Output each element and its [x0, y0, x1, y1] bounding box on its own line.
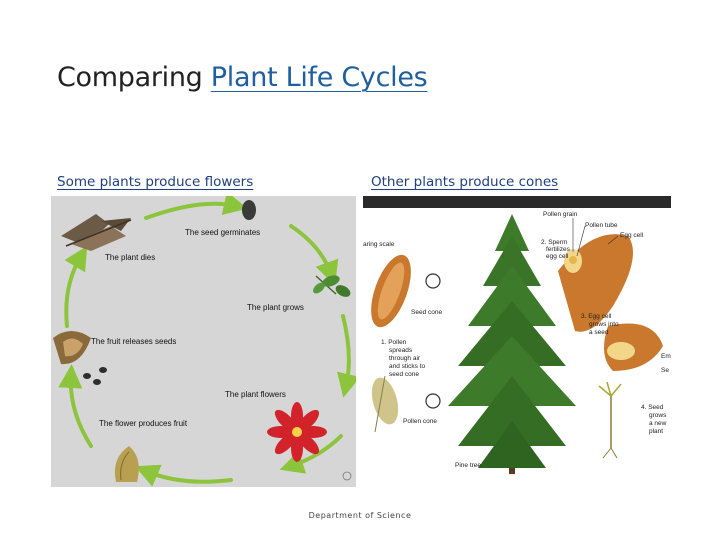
pollen-cone-icon	[371, 375, 399, 433]
step1-label: and sticks to	[389, 363, 426, 370]
seed-coat-label: Se	[661, 367, 669, 374]
footer-text: Department of Science	[308, 511, 412, 520]
cones-heading-link[interactable]: Other plants produce cones	[371, 174, 559, 190]
developing-seed-icon	[604, 323, 663, 371]
stage-label: The seed germinates	[185, 228, 260, 237]
step4-label: 4. Seed	[641, 404, 664, 411]
cone-scale-label: aring scale	[363, 241, 395, 248]
step4-label: grows	[649, 412, 667, 419]
step3-label: a seed	[589, 329, 609, 336]
slide-title: Comparing Plant Life Cycles	[57, 62, 428, 93]
step4-label: a new	[649, 420, 667, 427]
stage-label: The flower produces fruit	[99, 419, 188, 428]
title-prefix: Comparing	[57, 62, 211, 93]
seed-cone-icon	[371, 254, 411, 328]
step3-label: 3. Egg cell	[581, 313, 612, 320]
flower-life-cycle-diagram: The seed germinates The plant grows The …	[51, 196, 356, 487]
dead-plant-icon	[61, 214, 132, 251]
cycle-arrows	[58, 196, 356, 487]
title-link[interactable]: Plant Life Cycles	[210, 62, 428, 93]
seed-icon	[242, 200, 256, 220]
pine-tree-label: Pine tree	[455, 462, 481, 469]
magnify-circle	[425, 393, 441, 409]
seed-cone-label: Seed cone	[411, 309, 442, 316]
cone-cycle-svg: Pollen grain Pollen tube Egg cell 2. Spe…	[363, 196, 671, 474]
embryo-label: Em	[661, 353, 671, 360]
fruit-icon	[114, 446, 139, 482]
credit-mark-icon	[342, 471, 352, 481]
seed-pod-icon	[53, 331, 107, 385]
stage-label: The plant dies	[105, 253, 155, 262]
stage-label: The plant grows	[247, 303, 304, 312]
new-seedling-icon	[598, 381, 622, 459]
step4-label: plant	[649, 428, 663, 435]
pollen-cone-label: Pollen cone	[403, 418, 437, 425]
egg-cell-label: Egg cell	[620, 232, 644, 239]
magnify-circle	[425, 273, 441, 289]
flowers-heading-link[interactable]: Some plants produce flowers	[57, 174, 254, 190]
step1-label: spreads	[389, 347, 413, 354]
stage-label: The plant flowers	[225, 390, 286, 399]
step1-label: seed cone	[389, 371, 419, 378]
step3-label: grows into	[589, 321, 619, 328]
flower-cycle-svg: The seed germinates The plant grows The …	[53, 196, 356, 487]
step2-label: 2. Sperm	[541, 239, 567, 246]
pine-tree-icon	[448, 214, 576, 474]
cone-life-cycle-diagram: Pollen grain Pollen tube Egg cell 2. Spe…	[363, 196, 671, 487]
red-flower-icon	[267, 402, 327, 462]
step2-label: fertilizes	[546, 246, 571, 253]
pollen-grain-label: Pollen grain	[543, 211, 578, 218]
stage-label: The fruit releases seeds	[91, 337, 176, 346]
step1-label: 1. Pollen	[381, 339, 407, 346]
step1-label: through air	[389, 355, 421, 362]
seedling-icon	[313, 275, 351, 297]
pollen-tube-label: Pollen tube	[585, 222, 618, 229]
step2-label: egg cell	[546, 253, 569, 260]
